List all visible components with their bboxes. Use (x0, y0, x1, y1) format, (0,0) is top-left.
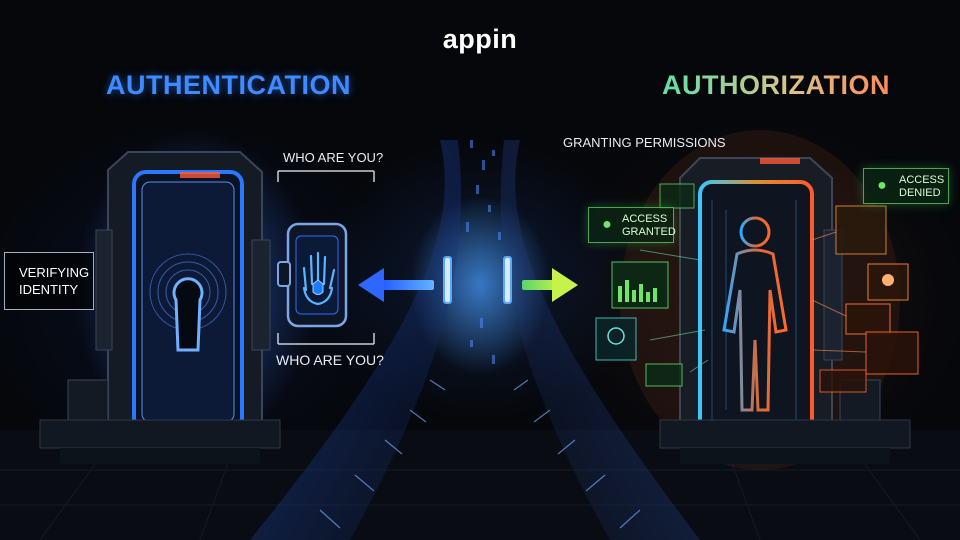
arrow-right-icon (522, 268, 578, 302)
who-are-you-label-top: WHO ARE YOU? (283, 150, 384, 165)
authorization-heading: AUTHORIZATION (662, 70, 890, 100)
permission-panels (595, 183, 919, 393)
shield-icon (312, 279, 324, 295)
arrow-left-icon (358, 268, 434, 302)
user-icon: ● (602, 216, 612, 233)
biometric-scanner (277, 170, 375, 345)
access-denied-card: ● ACCESS DENIED (863, 168, 949, 204)
authentication-heading: AUTHENTICATION (106, 70, 351, 100)
verifying-identity-box: VERIFYING IDENTITY (4, 252, 94, 310)
access-granted-card: ● ACCESS GRANTED (588, 207, 676, 243)
who-are-you-label-bottom: WHO ARE YOU? (276, 352, 384, 368)
hand-icon (302, 251, 336, 306)
human-silhouette-icon (722, 216, 788, 412)
verifying-identity-label: VERIFYING IDENTITY (19, 265, 90, 297)
appin-logo: appin (442, 24, 518, 54)
access-denied-line1: ACCESS (899, 174, 945, 186)
access-granted-line1: ACCESS (622, 213, 668, 225)
access-granted-line2: GRANTED (622, 226, 676, 238)
authentication-door (39, 130, 315, 464)
granting-permissions-label: GRANTING PERMISSIONS (563, 135, 726, 150)
access-denied-line2: DENIED (899, 187, 941, 199)
user-icon: ● (877, 177, 887, 194)
